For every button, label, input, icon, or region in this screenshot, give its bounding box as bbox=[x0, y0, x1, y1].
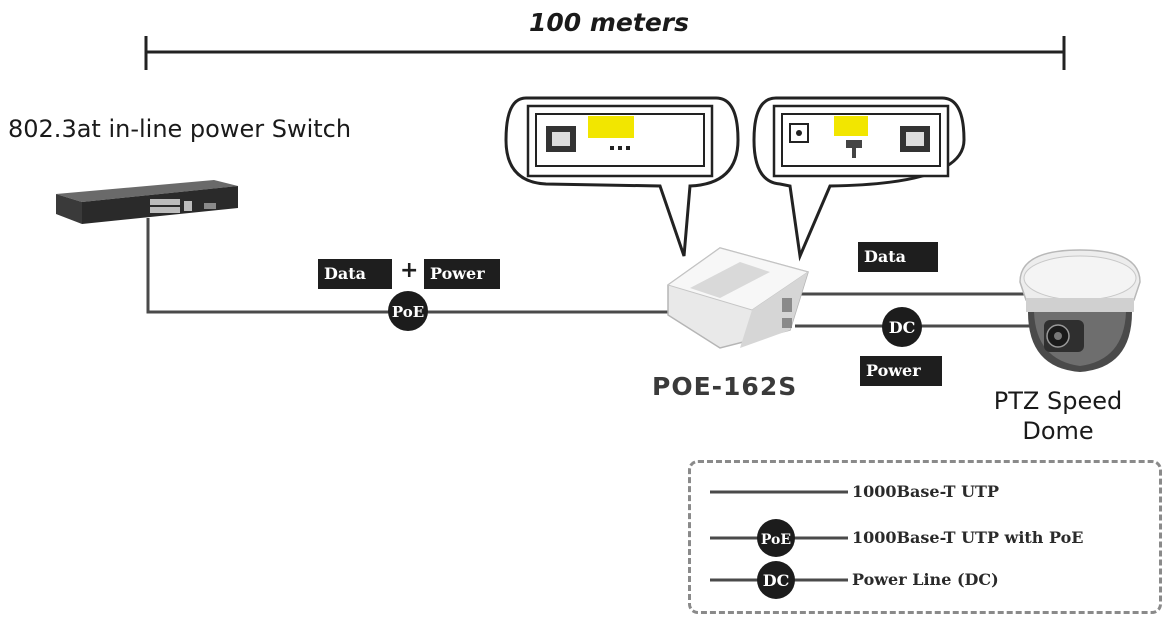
switch-label: 802.3at in-line power Switch bbox=[8, 115, 352, 143]
injector-icon bbox=[666, 247, 810, 349]
cable-switch-to-injector bbox=[146, 218, 680, 314]
camera-label-line2: Dome bbox=[1022, 417, 1094, 445]
poe-badge: PoE bbox=[388, 291, 428, 331]
dc-badge: DC bbox=[882, 307, 922, 347]
injector-model-label: POE-162S bbox=[652, 372, 798, 401]
callout-injector-back bbox=[752, 96, 966, 262]
ptz-camera-icon bbox=[1019, 249, 1141, 372]
legend-dc-badge: DC bbox=[757, 561, 795, 599]
svg-text:PoE: PoE bbox=[761, 532, 791, 548]
distance-span bbox=[144, 36, 1066, 70]
distance-label: 100 meters bbox=[528, 8, 689, 37]
svg-text:PoE: PoE bbox=[392, 303, 424, 321]
tag-power-left: Power bbox=[424, 259, 500, 289]
svg-text:DC: DC bbox=[763, 571, 790, 590]
legend-label-utp-poe: 1000Base-T UTP with PoE bbox=[852, 528, 1084, 547]
tag-plus: + bbox=[400, 258, 419, 283]
legend-box bbox=[688, 460, 1162, 614]
tag-power-right: Power bbox=[860, 356, 942, 386]
legend-label-utp: 1000Base-T UTP bbox=[852, 482, 999, 501]
callout-injector-front bbox=[504, 96, 740, 257]
camera-label-line1: PTZ Speed bbox=[993, 387, 1123, 415]
svg-text:DC: DC bbox=[889, 318, 916, 337]
legend-label-dc: Power Line (DC) bbox=[852, 570, 999, 589]
tag-data-right: Data bbox=[858, 242, 938, 272]
camera-label: PTZ Speed Dome bbox=[978, 386, 1138, 446]
legend-poe-badge: PoE bbox=[757, 519, 795, 557]
switch-icon bbox=[56, 180, 238, 224]
tag-data-left: Data bbox=[318, 259, 392, 289]
